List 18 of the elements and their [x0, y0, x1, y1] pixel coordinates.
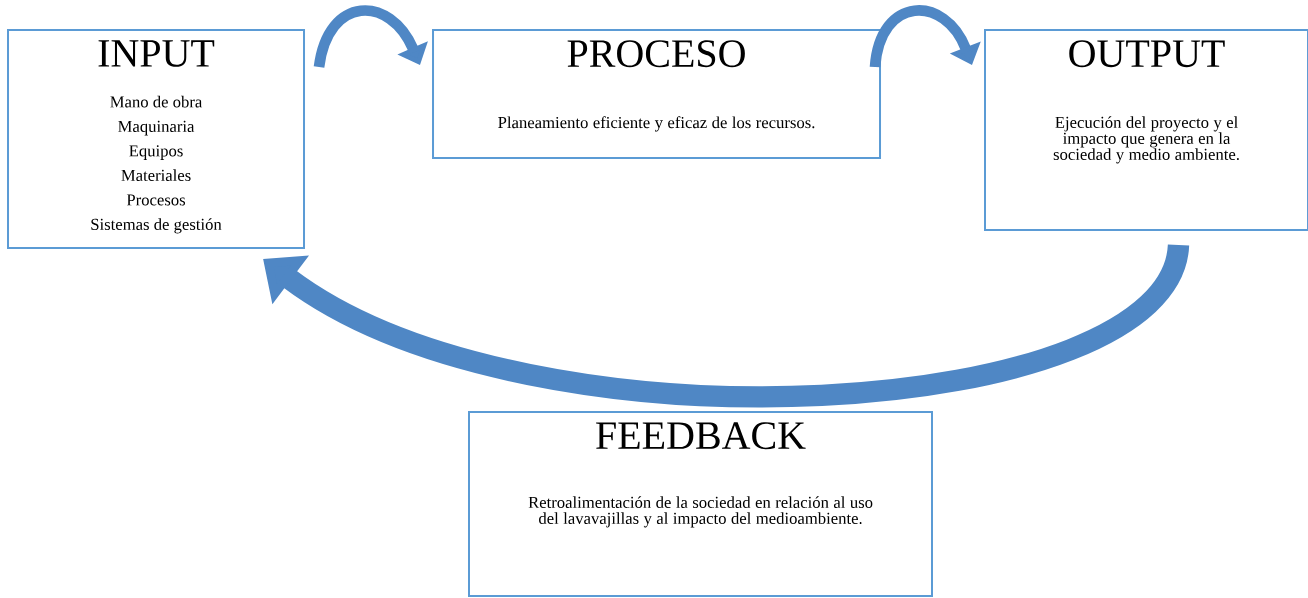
curved-arrow	[313, 5, 428, 69]
box-heading: OUTPUT	[1069, 40, 1225, 68]
box-description: Retroalimentación de la sociedad en relación al uso del lavavajillas y al impacto del medioambiente.	[528, 496, 873, 528]
list-item: Maquinaria	[118, 120, 195, 136]
box-heading: INPUT	[98, 40, 215, 67]
list-item: Equipos	[129, 145, 183, 160]
process-box	[432, 29, 881, 159]
process-box	[468, 411, 933, 597]
process-box	[7, 29, 305, 249]
box-description: Ejecución del proyecto y el impacto que genera en la sociedad y medio ambiente.	[1053, 116, 1239, 164]
list-item: Sistemas de gestión	[91, 218, 222, 234]
box-description: Planeamiento eficiente y eficaz de los recursos.	[498, 116, 815, 132]
box-heading: PROCESO	[567, 40, 745, 68]
list-item: Procesos	[126, 194, 186, 206]
process-box	[984, 29, 1308, 231]
box-heading: FEEDBACK	[596, 422, 806, 450]
list-item: Materiales	[121, 169, 191, 181]
list-item: Mano de obra	[110, 95, 203, 108]
